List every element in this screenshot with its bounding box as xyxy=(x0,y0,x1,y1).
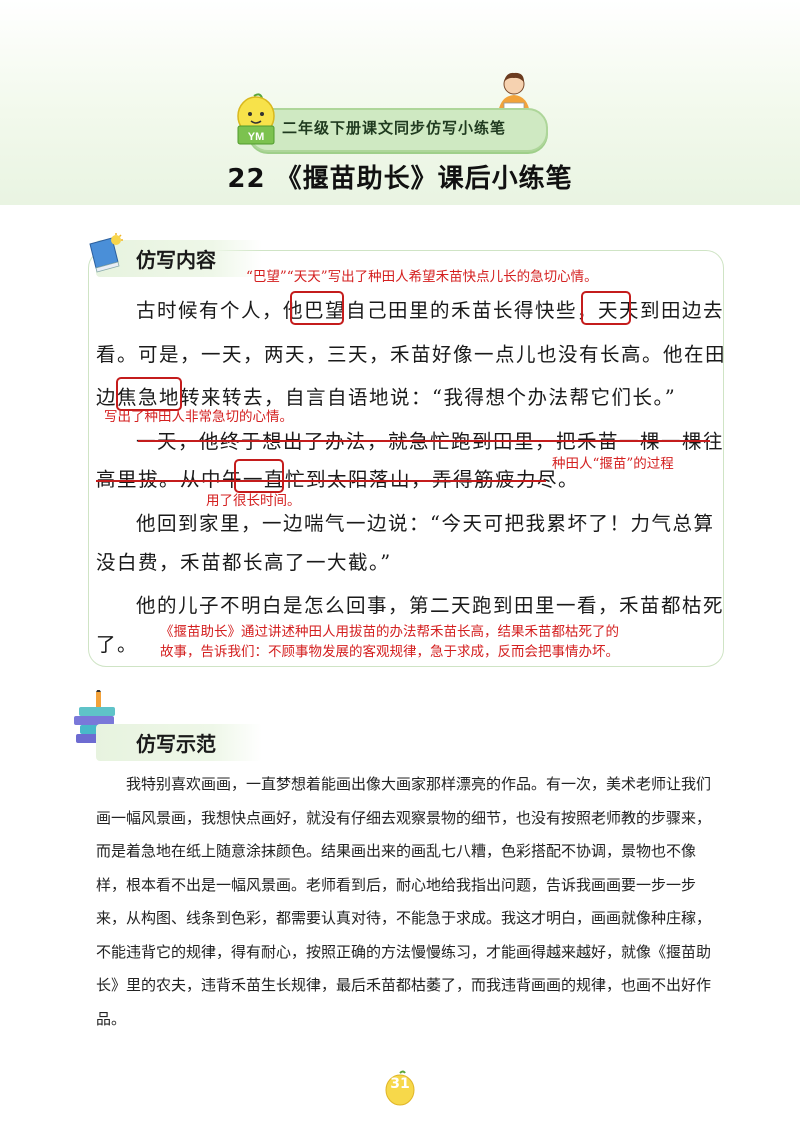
underline-process-1 xyxy=(138,440,710,442)
highlight-bawang xyxy=(290,291,344,325)
paragraph-2-line-2: 高里拔。从中午一直忙到太阳落山，弄得筋疲力尽。 xyxy=(96,468,580,491)
book-icon xyxy=(89,233,123,273)
paragraph-1-line-1: 古时候有个人，他巴望自己田里的禾苗长得快些，天天到田边去 xyxy=(136,299,725,322)
annotation-anxious: 写出了种田人非常急切的心情。 xyxy=(104,409,293,425)
annotation-longing: “巴望”“天天”写出了种田人希望禾苗快点儿长的急切心情。 xyxy=(246,269,598,285)
annotation-long-time: 用了很长时间。 xyxy=(206,493,301,509)
highlight-jiaoji xyxy=(116,377,182,411)
paragraph-3-line-1: 他回到家里，一边喘气一边说：“今天可把我累坏了！力气总算 xyxy=(136,512,715,535)
annotation-summary-line-2: 故事，告诉我们：不顾事物发展的客观规律，急于求成，反而会把事情办坏。 xyxy=(160,644,619,660)
example-paragraph: 我特别喜欢画画，一直梦想着能画出像大画家那样漂亮的作品。有一次，美术老师让我们画… xyxy=(96,775,712,1028)
annotation-process: 种田人“揠苗”的过程 xyxy=(552,456,674,472)
example-essay: 我特别喜欢画画，一直梦想着能画出像大画家那样漂亮的作品。有一次，美术老师让我们画… xyxy=(96,768,716,1036)
paragraph-1-line-2: 看。可是，一天，两天，三天，禾苗好像一点儿也没有长高。他在田 xyxy=(96,343,727,366)
paragraph-4-line-2: 了。 xyxy=(96,633,139,656)
paragraph-3-line-2: 没白费，禾苗都长高了一大截。” xyxy=(96,551,392,574)
annotation-summary-line-1: 《揠苗助长》通过讲述种田人用拔苗的办法帮禾苗长高，结果禾苗都枯死了的 xyxy=(160,624,619,640)
mascot-letters: YM xyxy=(248,131,265,143)
text-line: 古时候有个人，他巴望自己田里的禾苗长得快些，天天到田边去 xyxy=(96,294,724,323)
text-line: 他的儿子不明白是怎么回事，第二天跑到田里一看，禾苗都枯死 xyxy=(96,589,724,618)
lemon-mascot-icon: YM xyxy=(237,93,275,145)
lesson-title: 22 《揠苗助长》课后小练笔 xyxy=(227,164,573,194)
section-label-content: 仿写内容 xyxy=(96,240,262,277)
paragraph-4-line-1: 他的儿子不明白是怎么回事，第二天跑到田里一看，禾苗都枯死 xyxy=(136,594,725,617)
imitation-content-box xyxy=(88,250,724,667)
header-band xyxy=(0,0,800,205)
section-label-example: 仿写示范 xyxy=(96,724,262,761)
page-number-lemon-icon xyxy=(385,1070,415,1106)
page-number: 31 xyxy=(390,1076,410,1092)
text-line: 他回到家里，一边喘气一边说：“今天可把我累坏了！力气总算 xyxy=(96,507,714,536)
highlight-yizhi xyxy=(234,459,284,493)
highlight-tiantian xyxy=(581,291,631,325)
underline-process-2 xyxy=(96,480,546,482)
series-banner xyxy=(248,108,548,152)
paragraph-1-line-3: 边焦急地转来转去，自言自语地说：“我得想个办法帮它们长。” xyxy=(96,386,677,409)
series-title: 二年级下册课文同步仿写小练笔 xyxy=(282,119,507,137)
